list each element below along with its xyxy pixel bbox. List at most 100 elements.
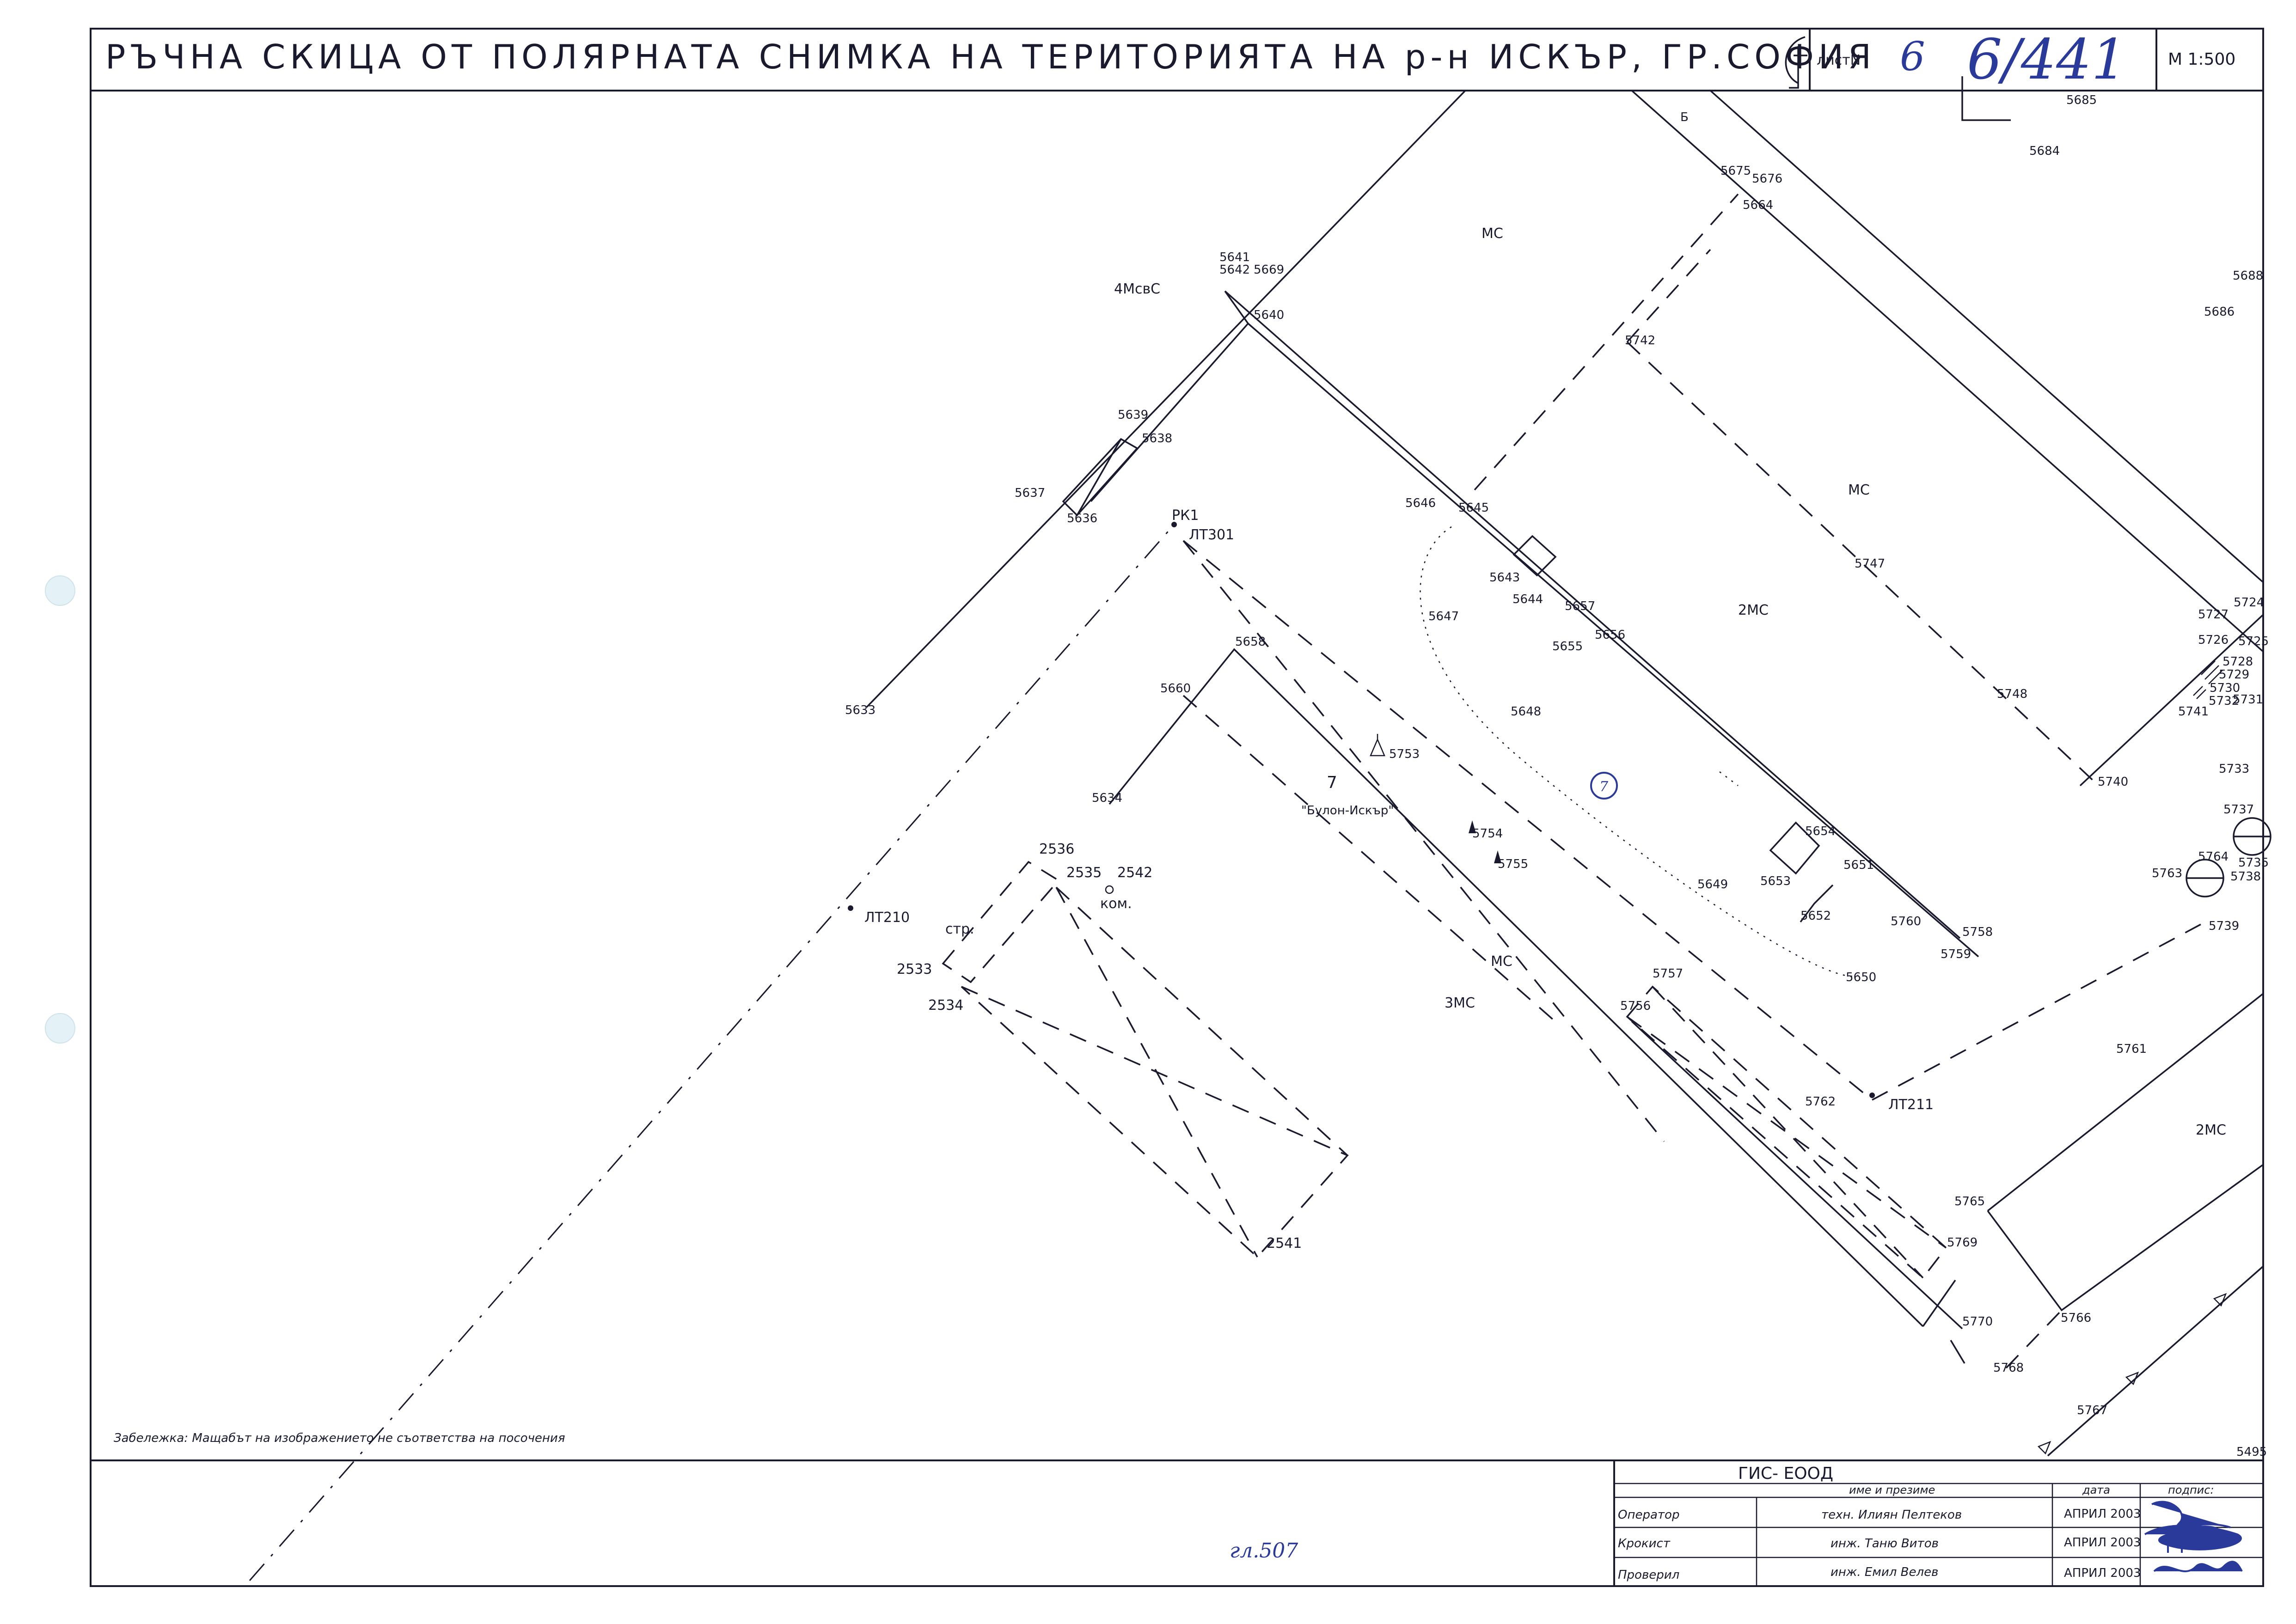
sheet-handwritten-number: 6/441 bbox=[1967, 28, 2127, 92]
point-5738: 5738 bbox=[2230, 870, 2261, 884]
area-label-6: "Булон-Искър" bbox=[1301, 804, 1394, 818]
point-5728: 5728 bbox=[2223, 655, 2253, 669]
tree-icon-2 bbox=[1494, 850, 1501, 863]
point-5641: 5641 bbox=[1219, 250, 1250, 264]
point-5767: 5767 bbox=[2077, 1404, 2107, 1417]
row-sketcher-role: Крокист bbox=[1618, 1537, 1671, 1551]
point-5730: 5730 bbox=[2210, 681, 2240, 695]
punch-hole-bottom bbox=[45, 1013, 75, 1044]
title-block-frame bbox=[1613, 1459, 2264, 1587]
point-5727: 5727 bbox=[2198, 608, 2229, 622]
col-date-header: дата bbox=[2082, 1484, 2110, 1496]
point-labels: 5685 5684 5675 5676 5664 5641 5642 5669 … bbox=[845, 93, 2269, 1459]
sheet-logo-icon bbox=[1785, 36, 1807, 89]
map-scale: M 1:500 bbox=[2168, 50, 2235, 69]
area-label-1: МС bbox=[1482, 226, 1503, 242]
point-5686: 5686 bbox=[2204, 305, 2235, 319]
point-5742: 5742 bbox=[1625, 334, 1655, 348]
cadastral-dotted-lines bbox=[1420, 526, 1859, 977]
area-label-12: Б bbox=[1680, 110, 1689, 124]
point-5638: 5638 bbox=[1142, 432, 1172, 446]
circled-area-marker bbox=[1590, 772, 1618, 800]
point-5655: 5655 bbox=[1552, 640, 1583, 653]
point-5753: 5753 bbox=[1389, 747, 1420, 761]
sheet-frame bbox=[90, 28, 2264, 1587]
footer-handwritten-number: гл.507 bbox=[1230, 1539, 1298, 1563]
signatures-icon bbox=[2144, 1501, 2243, 1572]
point-5676: 5676 bbox=[1752, 172, 1782, 186]
point-5762: 5762 bbox=[1805, 1095, 1836, 1109]
row-operator-role: Оператор bbox=[1618, 1508, 1679, 1522]
area-label-9: 2МС bbox=[2196, 1122, 2226, 1138]
point-5764: 5764 bbox=[2198, 850, 2229, 864]
point-2534: 2534 bbox=[928, 997, 963, 1013]
point-5737: 5737 bbox=[2223, 803, 2254, 817]
point-5657: 5657 bbox=[1565, 599, 1595, 613]
point-5640: 5640 bbox=[1254, 308, 1284, 322]
point-5650: 5650 bbox=[1846, 971, 1876, 984]
point-5675: 5675 bbox=[1720, 164, 1751, 178]
point-5768: 5768 bbox=[1993, 1361, 2024, 1375]
point-5645: 5645 bbox=[1458, 501, 1489, 515]
point-5634: 5634 bbox=[1092, 791, 1122, 805]
point-5669: 5669 bbox=[1254, 263, 1284, 277]
point-5649: 5649 bbox=[1697, 878, 1728, 891]
point-5748: 5748 bbox=[1997, 687, 2027, 701]
point-2536: 2536 bbox=[1039, 841, 1074, 857]
station-rk1-marker bbox=[1171, 522, 1177, 527]
point-5685: 5685 bbox=[2066, 93, 2097, 107]
point-5653: 5653 bbox=[1760, 874, 1791, 888]
col-name-header: име и презиме bbox=[1849, 1484, 1935, 1496]
point-5739: 5739 bbox=[2209, 919, 2239, 933]
row-operator-date: АПРИЛ 2003 bbox=[2064, 1507, 2141, 1521]
area-label-2: 4МсвС bbox=[1114, 281, 1160, 297]
point-5729: 5729 bbox=[2219, 668, 2249, 682]
point-5769: 5769 bbox=[1947, 1236, 1978, 1250]
point-5643: 5643 bbox=[1489, 571, 1520, 585]
cadastral-linework bbox=[866, 76, 2272, 1457]
point-5754: 5754 bbox=[1472, 827, 1503, 841]
circled-area-label: 7 bbox=[1599, 779, 1609, 795]
point-5770: 5770 bbox=[1962, 1315, 1993, 1329]
row-sketcher-name: инж. Таню Витов bbox=[1831, 1537, 1939, 1551]
area-label-3: МС bbox=[1848, 482, 1870, 498]
point-5758: 5758 bbox=[1962, 925, 1993, 939]
point-5647: 5647 bbox=[1428, 610, 1459, 623]
scale-note: Забележка: Мащабът на изображението не с… bbox=[114, 1431, 565, 1445]
point-5726: 5726 bbox=[2198, 633, 2229, 647]
area-label-5: 7 bbox=[1327, 773, 1337, 792]
area-label-7: МС bbox=[1491, 953, 1512, 970]
point-5636: 5636 bbox=[1067, 512, 1097, 525]
area-label-8: 3МС bbox=[1445, 995, 1475, 1011]
point-5644: 5644 bbox=[1512, 592, 1543, 606]
point-5760: 5760 bbox=[1891, 915, 1921, 928]
title-block: ГИС- ЕООД име и презиме дата подпис: Опе… bbox=[91, 1459, 2264, 1587]
bell-icon bbox=[1370, 734, 1385, 757]
point-5639: 5639 bbox=[1118, 408, 1148, 422]
point-5658: 5658 bbox=[1235, 635, 1266, 649]
point-5642: 5642 bbox=[1219, 263, 1250, 277]
point-2535: 2535 bbox=[1066, 865, 1102, 881]
point-2542: 2542 bbox=[1117, 865, 1152, 881]
station-label-rk1: РК1 bbox=[1172, 507, 1199, 524]
sheet-label: листN bbox=[1817, 52, 1861, 68]
point-5732: 5732 bbox=[2209, 694, 2239, 708]
row-checker-name: инж. Емил Велев bbox=[1831, 1565, 1938, 1579]
point-5741: 5741 bbox=[2178, 705, 2209, 719]
station-lt211-marker bbox=[1869, 1093, 1875, 1098]
area-label-11: ком. bbox=[1100, 896, 1132, 912]
point-5763: 5763 bbox=[2152, 867, 2182, 880]
point-5747: 5747 bbox=[1855, 557, 1885, 571]
point-5756: 5756 bbox=[1620, 999, 1651, 1013]
point-5766: 5766 bbox=[2061, 1311, 2091, 1325]
point-5654: 5654 bbox=[1805, 824, 1836, 838]
row-operator-name: техн. Илиян Пелтеков bbox=[1821, 1508, 1962, 1522]
point-5652: 5652 bbox=[1800, 909, 1831, 923]
point-5651: 5651 bbox=[1843, 858, 1874, 872]
tree-icon bbox=[1469, 820, 1476, 833]
komunikacia-marker bbox=[1105, 885, 1114, 894]
col-sign-header: подпис: bbox=[2168, 1484, 2214, 1496]
point-5646: 5646 bbox=[1405, 496, 1436, 510]
station-label-lt301: ЛТ301 bbox=[1189, 527, 1234, 543]
